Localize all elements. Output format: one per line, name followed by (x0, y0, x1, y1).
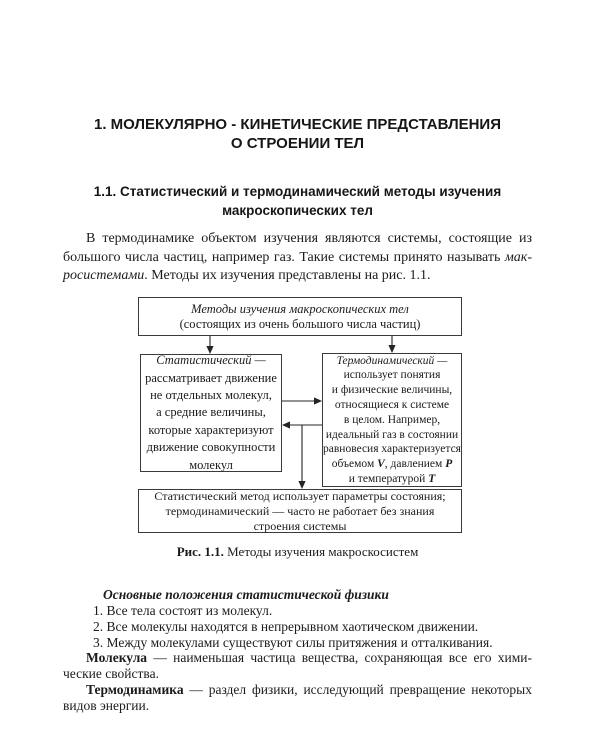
temperature-symbol: T (428, 472, 436, 485)
intro-line2: большого числа частиц, например газ. Так… (63, 249, 532, 268)
arrow-right-to-left-icon (282, 421, 322, 429)
intro-line3: росистемами. Методы их изучения представ… (63, 267, 532, 286)
thermodynamic-box-line-volume: объемом V, давлением P (323, 457, 461, 472)
thermodynamic-box-line: использует понятия (343, 369, 441, 382)
section-title-line1: 1.1. Статистический и термодинамический … (93, 184, 502, 199)
thermodynamic-box-line: в целом. Например, (343, 413, 441, 426)
pressure-symbol: P (445, 458, 453, 471)
diagram-top-box: Методы изучения макроскопических тел (со… (138, 297, 462, 337)
chapter-title-line2: О СТРОЕНИИ ТЕЛ (230, 135, 365, 152)
molecule-definition-line1: Молекула — наименьшая частица вещества, … (63, 650, 532, 666)
chapter-title: 1. МОЛЕКУЛЯРНО - КИНЕТИЧЕСКИЕ ПРЕДСТАВЛЕ… (63, 115, 532, 153)
statistical-box-line: не отдельных молекул, (150, 388, 272, 402)
intro-line2-text: большого числа частиц, например газ. Так… (63, 249, 505, 265)
statistical-box-line: рассматривает движение (145, 370, 277, 385)
thermodynamics-term: Термодинамика (86, 681, 184, 697)
arrow-top-to-left-icon (206, 336, 214, 355)
molecule-term: Молекула (86, 650, 148, 666)
intro-line3-italic: росистемами (63, 268, 145, 284)
arrow-down-to-bottom-icon (298, 425, 306, 490)
chapter-title-line1: 1. МОЛЕКУЛЯРНО - КИНЕТИЧЕСКИЕ ПРЕДСТАВЛЕ… (94, 116, 501, 133)
thermodynamic-box-line: равновесия характеризуется (323, 443, 461, 456)
molecule-definition-line2: ческие свойства. (63, 666, 159, 682)
figure-caption: Рис. 1.1. Методы изучения макроскосистем (63, 544, 532, 560)
top-box-title: Методы изучения макроскопических тел (191, 301, 409, 316)
thermodynamics-definition-line1: Термодинамика — раздел физики, исследующ… (63, 682, 532, 698)
diagram-connector-arrows (206, 336, 396, 490)
intro-line3-text: . Методы их изучения представлены на рис… (144, 268, 431, 284)
statement-item-3: 3. Между молекулами существуют силы прит… (93, 634, 493, 650)
statements-block: Основные положения статистической физики… (63, 587, 532, 713)
diagram-thermodynamic-box: Термодинамический — использует понятия и… (322, 353, 462, 488)
thermodynamic-box-line: идеальный газ в состоянии (325, 428, 459, 441)
figure-caption-text: Методы изучения макроскосистем (223, 544, 419, 560)
molecule-definition-text: — наименьшая частица вещества, сохраняющ… (147, 650, 532, 666)
thermodynamic-box-line-temp: и температурой T (323, 472, 461, 487)
volume-label: объемом (331, 458, 378, 471)
thermodynamic-box-title: Термодинамический — (336, 354, 448, 367)
arrow-top-to-right-icon (388, 336, 396, 354)
section-title-line2: макроскопических тел (222, 203, 373, 218)
statement-item-1: 1. Все тела состоят из молекул. (93, 602, 273, 618)
temperature-label: и температурой (348, 472, 429, 485)
thermodynamics-definition-text: — раздел физики, исследующий превращение… (183, 681, 532, 697)
intro-line2-italic: мак- (504, 249, 532, 265)
volume-symbol: V (377, 458, 385, 471)
statement-item-2: 2. Все молекулы находятся в непрерывном … (93, 618, 479, 634)
thermodynamic-box-line: относящиеся к системе (334, 398, 450, 411)
statistical-box-line: которые характеризуют (148, 422, 274, 437)
intro-line1: В термодинамике объектом изучения являют… (86, 231, 532, 246)
figure-caption-number: Рис. 1.1. (176, 544, 224, 560)
bottom-box-line: термодинамический — часто не работает бе… (165, 503, 435, 518)
bottom-box-line: Статистический метод использует параметр… (154, 488, 446, 503)
thermodynamics-definition-line2: видов энергии. (63, 697, 150, 713)
diagram-bottom-box: Статистический метод использует параметр… (138, 488, 462, 534)
statements-heading: Основные положения статистической физики (103, 587, 389, 603)
statistical-box-line: молекул (189, 457, 233, 472)
intro-paragraph: В термодинамике объектом изучения являют… (63, 230, 532, 286)
statistical-box-title: Статистический — (156, 353, 266, 368)
arrow-left-to-right-icon (282, 397, 322, 405)
diagram-statistical-box: Статистический — рассматривает движение … (140, 353, 282, 473)
statistical-box-line: а средние величины, (156, 405, 266, 420)
page-content: 1. МОЛЕКУЛЯРНО - КИНЕТИЧЕСКИЕ ПРЕДСТАВЛЕ… (63, 0, 532, 713)
statistical-box-line: движение совокупности (146, 440, 276, 455)
bottom-box-line: строения системы (253, 518, 347, 533)
figure-1-1-diagram: Методы изучения макроскопических тел (со… (63, 297, 532, 534)
section-title: 1.1. Статистический и термодинамический … (63, 182, 532, 220)
thermodynamic-box-line: и физические величины, (331, 384, 453, 397)
pressure-label: , давлением (384, 458, 446, 471)
top-box-subtitle: (состоящих из очень большого числа части… (179, 316, 421, 331)
